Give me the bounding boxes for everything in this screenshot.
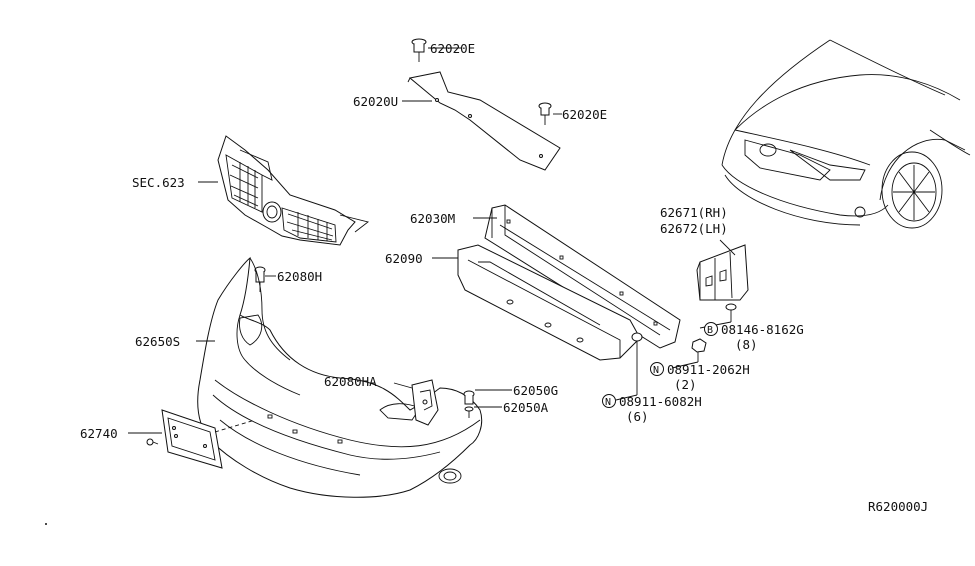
label-62080h: 62080H (277, 269, 322, 284)
label-62030m: 62030M (410, 211, 455, 226)
part-62020e-clip-top (411, 38, 462, 62)
label-62020e-right: 62020E (562, 107, 607, 122)
part-nut-n1 (691, 338, 707, 362)
label-nut-n2: 08911-6082H (619, 394, 702, 409)
symbol-n2: N (605, 397, 611, 408)
label-62020u: 62020U (353, 94, 398, 109)
label-nut-n1: 08911-2062H (667, 362, 750, 377)
part-grille-sec623 (217, 135, 370, 246)
part-62090-absorber (457, 244, 641, 361)
label-62090: 62090 (385, 251, 423, 266)
part-62020e-clip-right (538, 102, 562, 125)
vehicle-front-illustration (721, 39, 971, 229)
symbol-n2-circle (602, 394, 616, 408)
label-62672: 62672(LH) (660, 221, 728, 236)
part-62671-62672-bracket (696, 244, 749, 322)
part-nut-n2 (615, 332, 643, 401)
label-sec623: SEC.623 (132, 175, 185, 190)
label-bolt-b-qty: (8) (735, 337, 758, 352)
label-62740: 62740 (80, 426, 118, 441)
label-nut-n2-qty: (6) (626, 409, 649, 424)
symbol-b-circle (704, 322, 718, 336)
leader-62080ha (393, 382, 413, 389)
leader-nut-n1 (671, 361, 699, 369)
label-62080ha: 62080HA (324, 374, 377, 389)
part-62740-license-bracket (146, 409, 256, 469)
label-62050a: 62050A (503, 400, 549, 415)
label-62671: 62671(RH) (660, 205, 728, 220)
symbol-n1: N (653, 365, 659, 376)
label-bolt-b: 08146-8162G (721, 322, 804, 337)
label-nut-n1-qty: (2) (674, 377, 697, 392)
part-62020u-plate (407, 71, 561, 171)
leader-62671 (719, 239, 736, 256)
part-62050g-62050a-fastener (463, 390, 475, 418)
part-62080ha-bracket (411, 379, 439, 426)
label-62020e-top: 62020E (430, 41, 475, 56)
part-62030m-reinforcement (484, 204, 681, 349)
label-62650s: 62650S (135, 334, 180, 349)
dot-mark (45, 523, 47, 525)
label-62050g: 62050G (513, 383, 558, 398)
symbol-n1-circle (650, 362, 664, 376)
reference-code: R620000J (868, 499, 928, 514)
symbol-b: B (707, 325, 713, 336)
